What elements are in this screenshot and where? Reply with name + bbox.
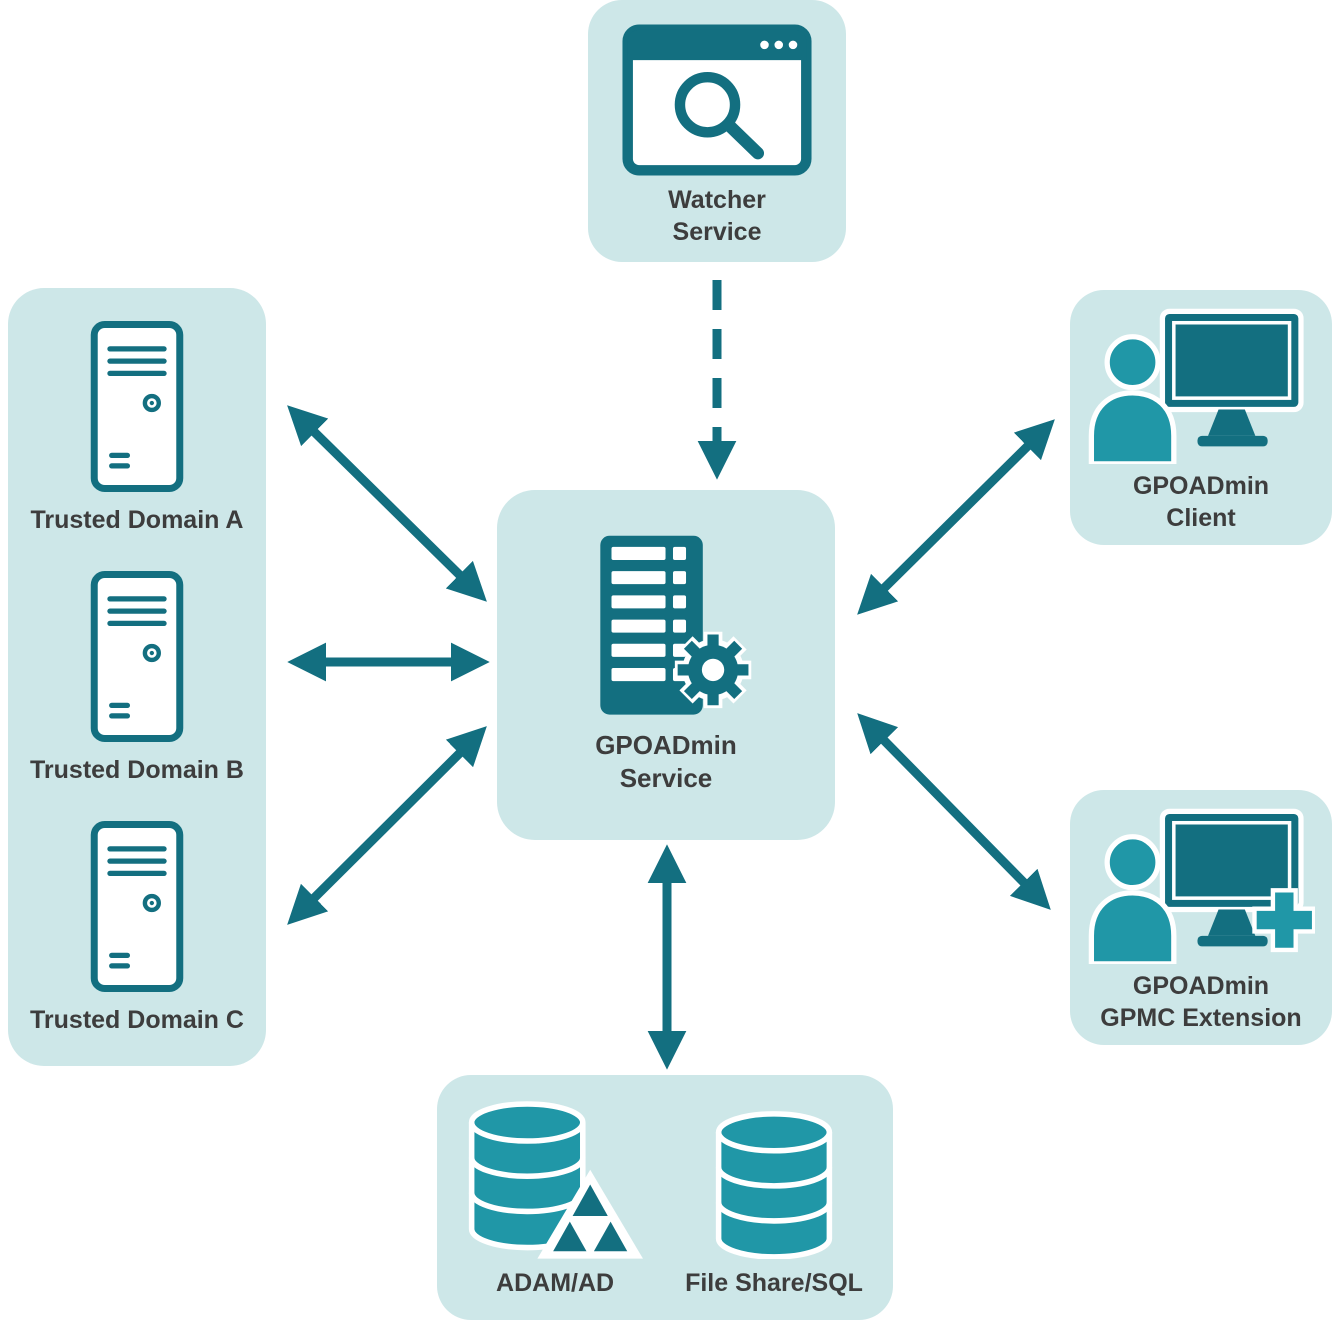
arrow-service-gpmc [857,713,1051,910]
node-gpoadmin-gpmc-extension: GPOADmin GPMC Extension [1070,790,1332,1045]
user-monitor-plus-icon [1088,808,1315,964]
node-label: Trusted Domain C [30,1005,244,1034]
node-trusted-domain-c: Trusted Domain C [30,819,244,1036]
node-storage: ADAM/AD File Share/SQL [437,1075,893,1320]
node-trusted-domain-a: Trusted Domain A [31,319,244,536]
node-label: Watcher Service [668,184,766,248]
browser-search-icon [622,24,812,176]
node-label: File Share/SQL [685,1269,863,1297]
node-label-line1: Watcher [668,186,766,214]
database-ad-icon [468,1101,644,1259]
node-label-line2: Client [1166,504,1236,532]
node-label-line1: GPOADmin [595,730,737,760]
server-tower-icon [90,320,184,492]
node-label-line2: GPMC Extension [1100,1004,1302,1032]
node-label-line2: Service [672,218,762,246]
node-gpoadmin-client: GPOADmin Client [1070,290,1332,545]
arrow-service-client [857,419,1055,615]
node-gpoadmin-service: GPOADmin Service [497,490,835,840]
node-label-line1: GPOADmin [1132,472,1270,500]
node-label: GPOADmin Client [1133,470,1269,534]
arrow-domain-c-service [287,726,487,925]
storage-item-fileshare: File Share/SQL [685,1095,863,1299]
database-icon [715,1111,833,1259]
node-label: Trusted Domain A [30,505,244,534]
arrow-domain-a-service [287,405,487,602]
storage-item-adam: ADAM/AD [467,1095,644,1299]
user-monitor-icon [1088,308,1304,464]
node-label-line2: Service [619,763,713,794]
node-trusted-domain-b: Trusted Domain B [30,569,244,786]
trusted-domains-panel: Trusted Domain A Trusted Domain B [8,288,266,1066]
node-watcher-service: Watcher Service [588,0,846,262]
node-label-line1: GPOADmin [1132,972,1270,1000]
node-label: Trusted Domain B [30,755,244,784]
plus-icon [1252,888,1315,953]
server-tower-icon [90,820,184,992]
server-rack-gear-icon [600,535,752,715]
node-label: ADAM/AD [496,1269,615,1297]
server-tower-icon [90,570,184,742]
node-label: GPOADmin GPMC Extension [1100,970,1301,1034]
node-label: GPOADmin Service [595,729,737,796]
